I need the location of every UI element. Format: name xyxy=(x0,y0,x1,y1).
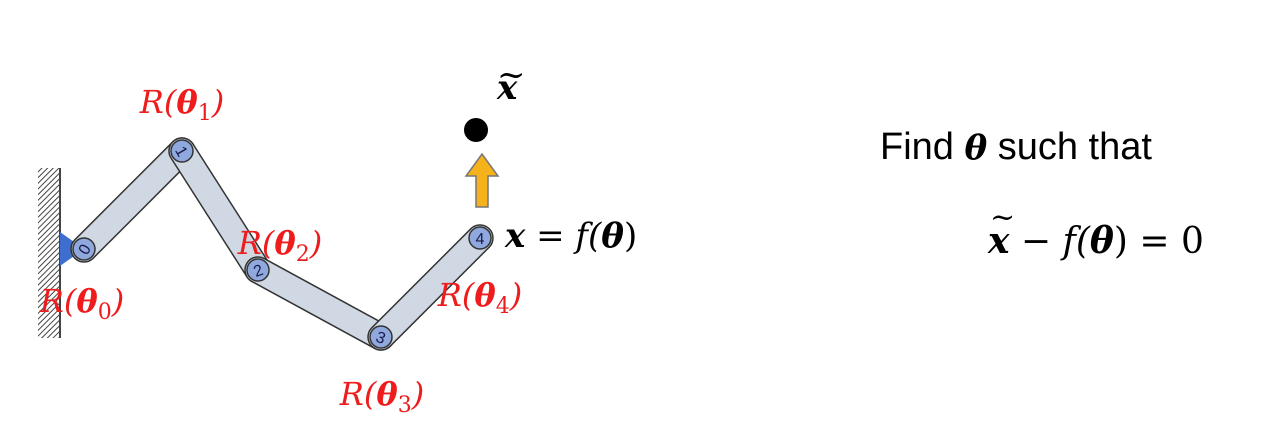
joint-rotation-label-2: R(θ2) xyxy=(237,224,322,267)
direction-arrow xyxy=(464,152,500,208)
problem-statement: Find θ such that ~x − f(θ) = 0 xyxy=(880,126,1280,262)
end-effector-equation: x = f(θ) xyxy=(504,216,637,256)
equation-theta: θ xyxy=(1089,220,1114,262)
end-effector-close: ) xyxy=(624,216,637,256)
equation-func: f( xyxy=(1062,221,1090,262)
target-label: x xyxy=(496,68,518,108)
joint-rotation-label-3: R(θ3) xyxy=(339,375,424,418)
find-statement: Find θ such that xyxy=(880,126,1280,169)
equation-close: ) xyxy=(1113,221,1128,262)
target-equation: ~x − f(θ) = 0 xyxy=(988,200,1204,262)
joint-number-4: 4 xyxy=(476,231,485,248)
find-suffix: such that xyxy=(987,126,1152,168)
joint-2 xyxy=(246,258,270,282)
end-effector-arg: θ xyxy=(601,216,624,256)
joint-1 xyxy=(170,139,194,163)
joint-rotation-label-0: R(θ0) xyxy=(39,282,124,325)
joint-4 xyxy=(468,226,492,250)
joint-rotation-label-4: R(θ4) xyxy=(437,276,522,319)
arm-links xyxy=(70,137,494,351)
equation-minus: − xyxy=(1009,221,1063,262)
target-point xyxy=(464,118,488,142)
find-theta-symbol: θ xyxy=(964,128,988,168)
joint-3 xyxy=(369,325,393,349)
joint-0 xyxy=(72,237,96,261)
equation-rhs: = 0 xyxy=(1127,221,1204,262)
target-tilde: ~ xyxy=(497,55,526,95)
arm-link xyxy=(367,224,494,351)
equation-x-tilde: ~x xyxy=(988,200,1015,262)
wall-hatch xyxy=(38,168,60,338)
find-prefix: Find xyxy=(880,126,965,168)
joint-rotation-label-1: R(θ1) xyxy=(139,83,224,126)
equation-tilde: ~ xyxy=(990,200,1016,235)
equation-x: x xyxy=(988,220,1010,262)
end-effector-symbol: x xyxy=(504,216,526,256)
end-effector-func: f( xyxy=(572,216,602,256)
end-effector-eq: = xyxy=(525,216,575,256)
